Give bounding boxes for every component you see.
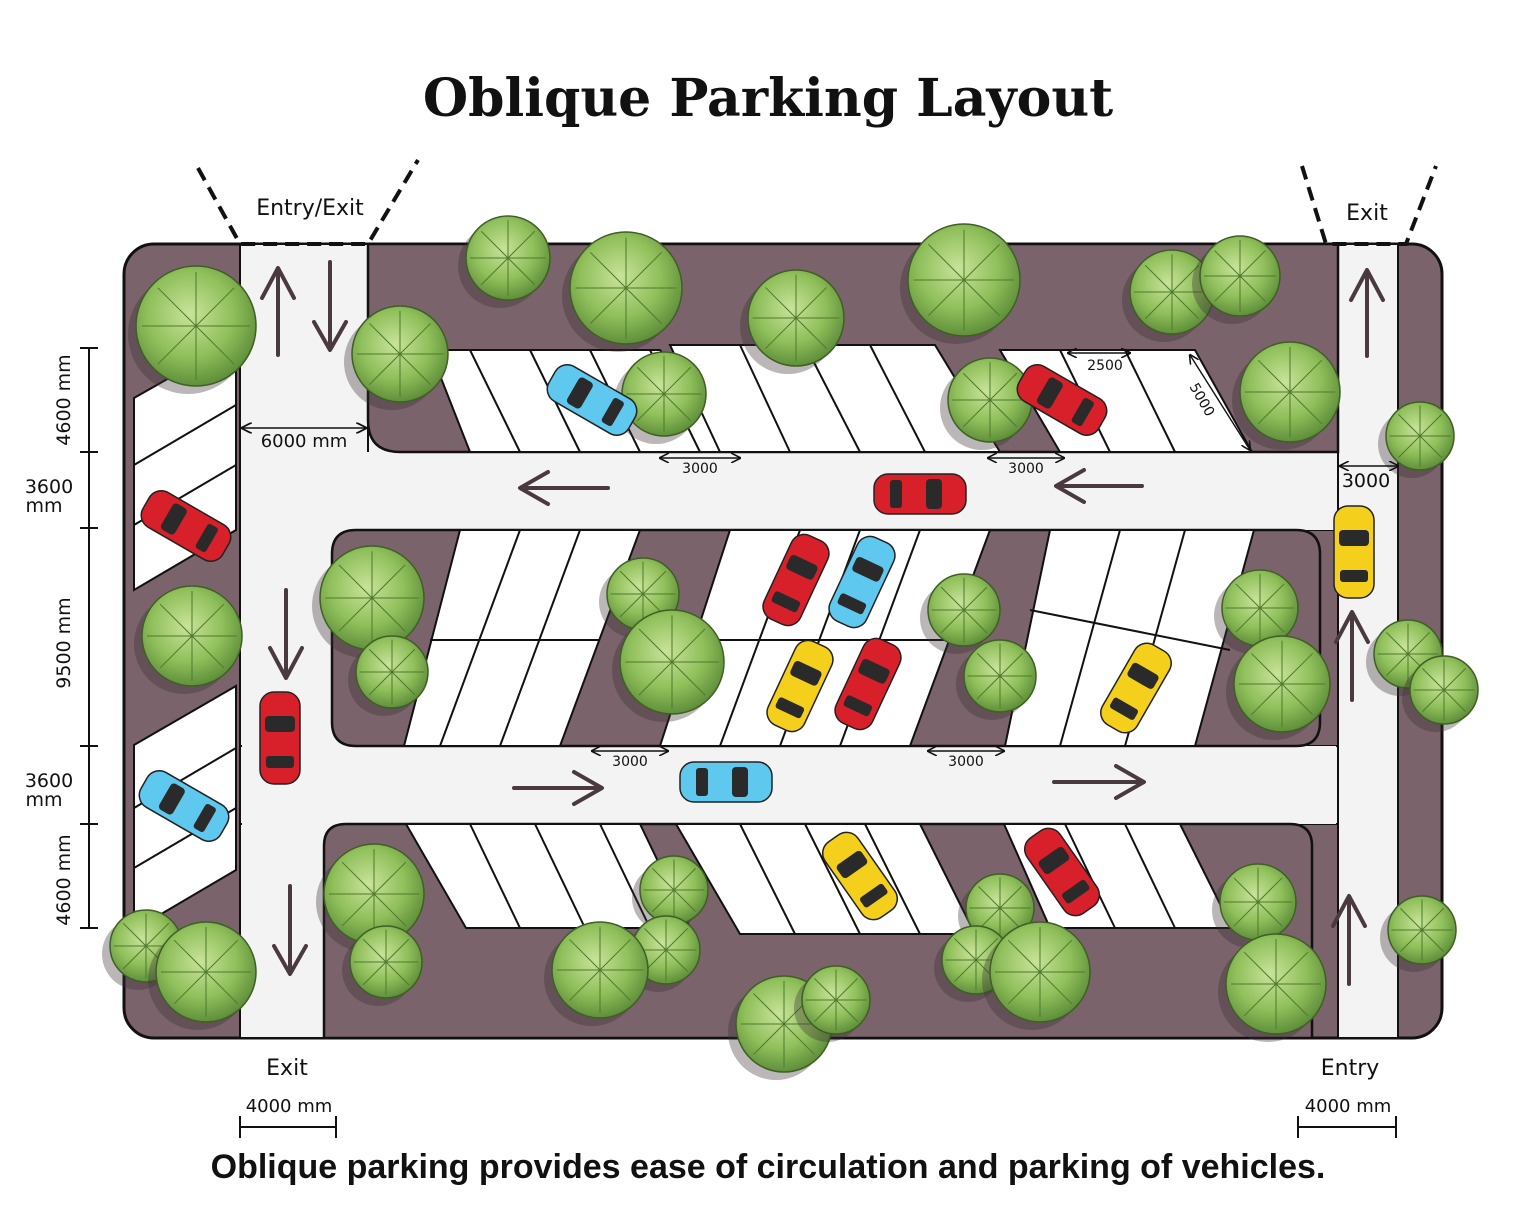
left-dimension-lines — [80, 347, 98, 929]
tree-icon — [312, 545, 425, 658]
car-icon — [138, 770, 230, 842]
dim-left-4600-top: 4600 mm — [53, 354, 75, 445]
tree-icon — [128, 265, 257, 394]
tree-icon — [1122, 249, 1215, 342]
arrow-right-mid2-icon — [1052, 764, 1146, 800]
dim-left-3600-lower-1: 3600 — [25, 770, 73, 792]
arrow-up-right-icon — [1349, 268, 1385, 358]
arrow-left-upper-icon — [518, 470, 610, 506]
tree-icon — [599, 557, 680, 638]
tree-icon — [920, 573, 1001, 654]
tree-icon — [740, 269, 845, 374]
dim-stall-2500: 2500 — [1087, 358, 1123, 374]
cars — [138, 364, 1375, 921]
car-icon — [828, 535, 896, 629]
tree-icon — [956, 639, 1037, 720]
dim-left-9500: 9500 mm — [53, 597, 75, 688]
dim-mid-3000-b: 3000 — [948, 754, 984, 770]
car-icon — [834, 637, 902, 731]
tree-icon — [1380, 895, 1457, 972]
car-icon — [546, 364, 638, 436]
label-entry-bottom-right: Entry — [1321, 1056, 1380, 1081]
trees — [102, 215, 1479, 1080]
tree-icon — [1378, 401, 1455, 478]
tree-icon — [148, 921, 257, 1030]
dim-right-3000: 3000 — [1342, 470, 1390, 492]
dim-bottom-left-4000: 4000 mm — [246, 1096, 333, 1117]
tree-icon — [348, 635, 429, 716]
tree-icon — [1214, 569, 1299, 654]
car-icon — [873, 473, 967, 515]
dim-left-4600-bottom: 4600 mm — [53, 834, 75, 925]
tree-icon — [458, 215, 551, 308]
bottom-row-stalls — [404, 823, 1234, 935]
arrow-up-entry2-icon — [1331, 894, 1367, 986]
arrow-left-upper2-icon — [1054, 468, 1144, 504]
direction-arrows — [260, 260, 1385, 986]
tree-icon — [1192, 235, 1281, 324]
tree-icon — [1226, 635, 1331, 740]
tree-icon — [794, 965, 871, 1042]
tree-icon — [632, 855, 709, 932]
dim-top-3000-b: 3000 — [1008, 461, 1044, 477]
tree-icon — [614, 351, 707, 444]
arrow-up-right2-icon — [1334, 610, 1370, 702]
label-exit-top-right: Exit — [1346, 201, 1388, 226]
tree-icon — [612, 609, 725, 722]
car-icon — [140, 490, 232, 562]
middle-row-stalls — [402, 529, 1256, 747]
dim-left-3600-upper-1: 3600 — [25, 476, 73, 498]
tree-icon — [1218, 933, 1327, 1042]
tree-icon — [342, 925, 423, 1006]
tree-icon — [344, 305, 449, 410]
tree-icon — [562, 231, 683, 352]
dim-left-3600-upper-2: mm — [25, 495, 62, 517]
car-icon — [1100, 642, 1172, 734]
diagram-caption: Oblique parking provides ease of circula… — [210, 1148, 1326, 1186]
tree-icon — [1212, 863, 1297, 948]
car-icon — [259, 691, 301, 785]
car-icon — [679, 761, 773, 803]
arrow-up-entry-icon — [260, 266, 296, 357]
car-icon — [1333, 505, 1375, 599]
tree-icon — [940, 357, 1033, 450]
arrow-down-entry-icon — [312, 260, 348, 352]
diagram-title: Oblique Parking Layout — [422, 68, 1114, 129]
tree-icon — [134, 585, 243, 694]
dim-mid-3000-a: 3000 — [612, 754, 648, 770]
tree-icon — [1402, 655, 1479, 732]
dim-left-3600-lower-2: mm — [25, 789, 62, 811]
arrow-down-left-icon — [268, 588, 304, 680]
car-icon — [1023, 827, 1101, 917]
car-icon — [1016, 364, 1108, 436]
car-icon — [821, 831, 899, 921]
label-entry-exit: Entry/Exit — [256, 196, 364, 221]
tree-icon — [982, 921, 1091, 1030]
label-exit-bottom-left: Exit — [266, 1056, 308, 1081]
tree-icon — [544, 921, 649, 1026]
arrow-right-mid-icon — [512, 770, 604, 806]
tree-icon — [1232, 341, 1341, 450]
tree-icon — [900, 223, 1021, 344]
dim-bottom-right-4000: 4000 mm — [1305, 1096, 1392, 1117]
car-icon — [762, 533, 830, 627]
arrow-down-exit-icon — [272, 884, 308, 976]
openings — [196, 158, 1438, 246]
dim-aisle-6000: 6000 mm — [261, 431, 348, 452]
dim-top-3000-a: 3000 — [682, 461, 718, 477]
car-icon — [766, 639, 834, 733]
